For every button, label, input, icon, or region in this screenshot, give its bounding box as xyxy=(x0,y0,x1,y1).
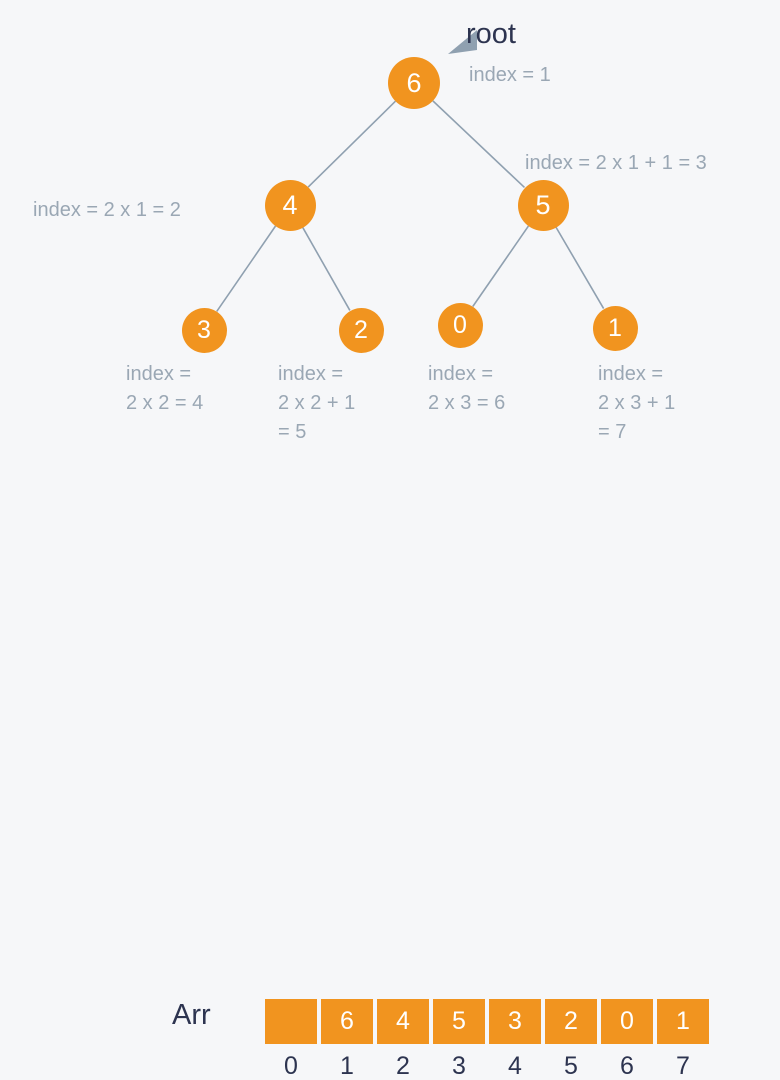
index-label-n3: index = 2 x 1 + 1 = 3 xyxy=(525,152,707,174)
index-label-n1: index = 1 xyxy=(469,64,551,86)
array-cell-4[interactable]: 3 xyxy=(489,999,541,1044)
index-label-n4: index = 2 x 2 = 4 xyxy=(126,363,204,414)
index-label-n5: index = 2 x 2 + 1 = 5 xyxy=(278,363,356,443)
array-index-5: 5 xyxy=(564,1052,578,1080)
tree-edge xyxy=(216,225,277,312)
array-cell-3[interactable]: 5 xyxy=(433,999,485,1044)
array-cell-7[interactable]: 1 xyxy=(657,999,709,1044)
array-name-label: Arr xyxy=(172,999,211,1031)
array-cell-1[interactable]: 6 xyxy=(321,999,373,1044)
tree-node-4[interactable]: 4 xyxy=(264,179,316,231)
tree-node-0[interactable]: 0 xyxy=(437,302,483,348)
index-label-n7: index = 2 x 3 + 1 = 7 xyxy=(598,363,676,443)
array-index-6: 6 xyxy=(620,1052,634,1080)
index-label-n2: index = 2 x 1 = 2 xyxy=(33,199,181,221)
tree-node-6[interactable]: 6 xyxy=(388,57,440,109)
array-index-0: 0 xyxy=(284,1052,298,1080)
array-index-4: 4 xyxy=(508,1052,522,1080)
tree-node-2[interactable]: 2 xyxy=(338,307,384,353)
tree-node-3[interactable]: 3 xyxy=(181,307,227,353)
array-index-1: 1 xyxy=(340,1052,354,1080)
array-cell-2[interactable]: 4 xyxy=(377,999,429,1044)
tree-node-1[interactable]: 1 xyxy=(592,305,638,351)
tree-edge xyxy=(472,225,530,307)
tree-edge xyxy=(301,226,351,311)
array-cell-6[interactable]: 0 xyxy=(601,999,653,1044)
array-index-2: 2 xyxy=(396,1052,410,1080)
array-cell-5[interactable]: 2 xyxy=(545,999,597,1044)
tree-edge xyxy=(555,226,605,309)
tree-node-5[interactable]: 5 xyxy=(517,179,569,231)
tree-edge xyxy=(307,100,397,188)
arrow-pointer-icon xyxy=(448,30,477,54)
root-label: root xyxy=(466,18,516,50)
tree-edge xyxy=(432,100,526,189)
array-cell-0[interactable] xyxy=(265,999,317,1044)
array-index-7: 7 xyxy=(676,1052,690,1080)
index-label-n6: index = 2 x 3 = 6 xyxy=(428,363,506,414)
array-index-3: 3 xyxy=(452,1052,466,1080)
